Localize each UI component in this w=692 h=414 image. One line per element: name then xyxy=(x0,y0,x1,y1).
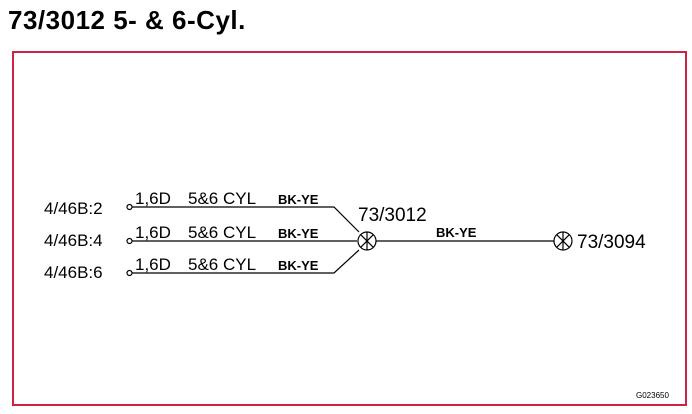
page-title: 73/3012 5- & 6-Cyl. xyxy=(8,5,246,35)
input-wire-2[interactable]: 4/46B:4 1,6D 5&6 CYL BK-YE xyxy=(44,223,357,250)
pin-terminal-icon xyxy=(126,237,133,245)
connector-label-1: 4/46B:2 xyxy=(44,199,103,218)
output-connector[interactable]: 73/3094 xyxy=(553,231,646,253)
wire-color-label-1: BK-YE xyxy=(278,192,319,207)
input-wire-3[interactable]: 4/46B:6 1,6D 5&6 CYL BK-YE xyxy=(44,249,360,282)
drawing-reference: G023650 xyxy=(636,391,669,400)
input-wire-1[interactable]: 4/46B:2 1,6D 5&6 CYL BK-YE xyxy=(44,189,360,233)
output-wire[interactable]: BK-YE xyxy=(376,225,554,242)
wire-size-label-3: 1,6D xyxy=(135,255,171,274)
output-wire-color-label: BK-YE xyxy=(436,225,477,240)
pin-terminal-icon xyxy=(126,269,133,277)
connector-label-2: 4/46B:4 xyxy=(44,231,103,250)
wire-function-label-3: 5&6 CYL xyxy=(188,255,256,274)
output-target-label: 73/3094 xyxy=(577,232,646,253)
splice-node[interactable]: 73/3012 xyxy=(357,205,427,251)
wire-size-label-2: 1,6D xyxy=(135,223,171,242)
pin-terminal-icon xyxy=(126,203,133,211)
wire-line-1 xyxy=(132,206,360,233)
wire-line-3 xyxy=(132,249,360,274)
wire-function-label-1: 5&6 CYL xyxy=(188,189,256,208)
splice-label: 73/3012 xyxy=(358,205,427,226)
connector-label-3: 4/46B:6 xyxy=(44,263,103,282)
diagram-frame xyxy=(12,51,687,406)
wire-function-label-2: 5&6 CYL xyxy=(188,223,256,242)
wire-size-label-1: 1,6D xyxy=(135,189,171,208)
wire-color-label-3: BK-YE xyxy=(278,258,319,273)
wire-color-label-2: BK-YE xyxy=(278,226,319,241)
